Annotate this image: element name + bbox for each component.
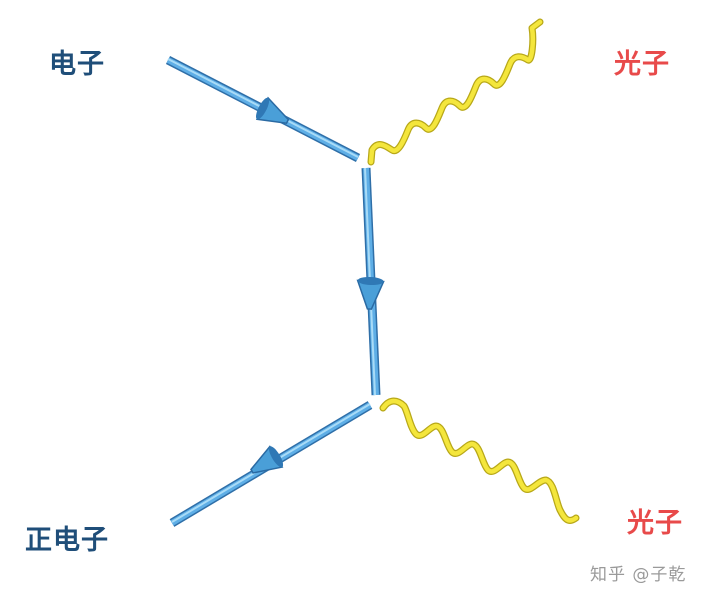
positron-line xyxy=(169,401,373,527)
internal-arrow-icon xyxy=(356,276,385,310)
electron-line xyxy=(165,56,361,162)
positron-arrow-icon xyxy=(250,445,284,474)
photon-bottom-wave xyxy=(379,397,580,524)
electron-arrow-icon xyxy=(255,96,290,125)
electron-label: 电子 xyxy=(49,49,105,80)
photon-top-label: 光子 xyxy=(614,49,670,80)
photon-top-wave xyxy=(367,18,544,166)
internal-fermion-line xyxy=(356,167,385,396)
watermark: 知乎 @子乾 xyxy=(590,565,687,585)
photon-bottom-label: 光子 xyxy=(627,508,683,539)
positron-label: 正电子 xyxy=(25,525,109,556)
